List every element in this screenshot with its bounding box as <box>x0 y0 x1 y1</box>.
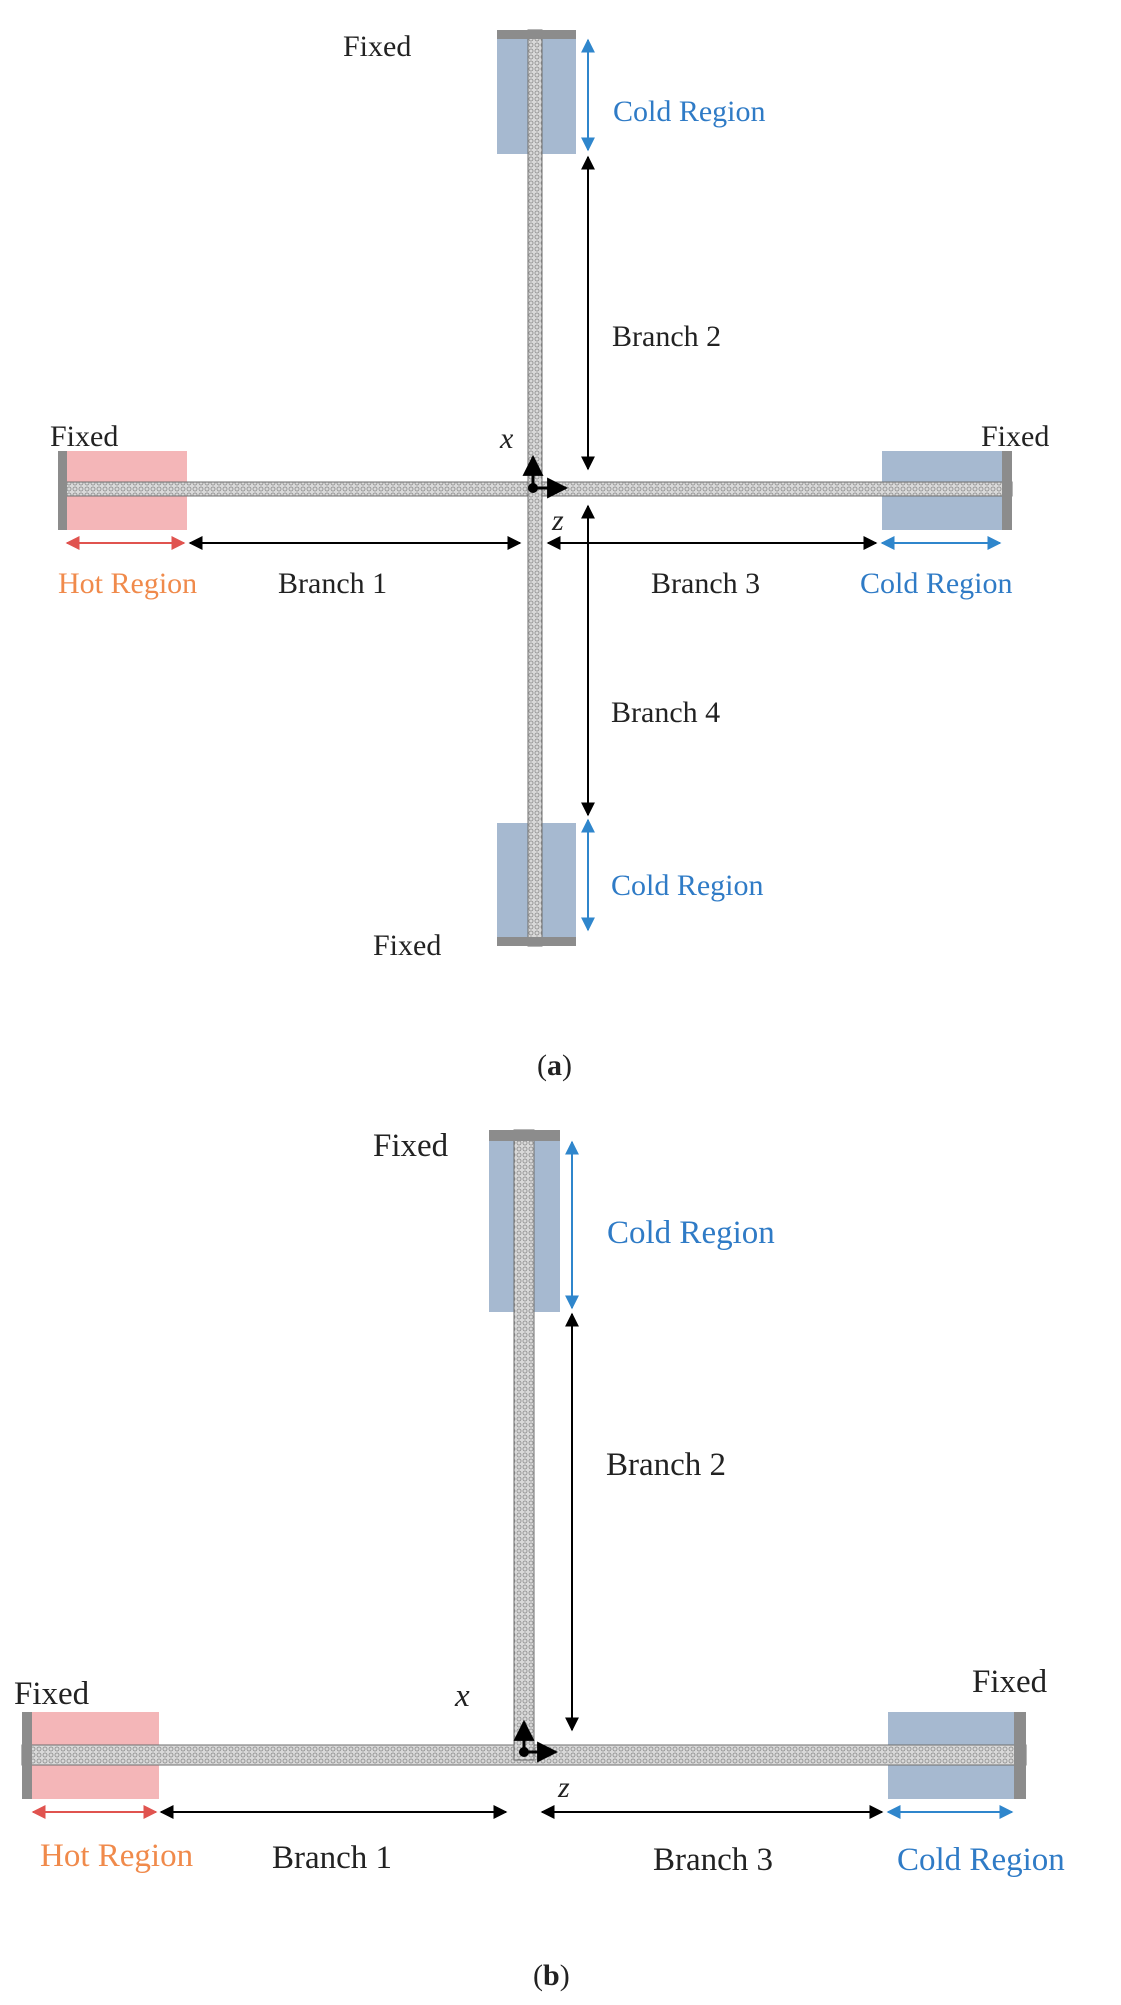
fixed-end-a-right <box>1002 451 1012 530</box>
caption-b: (b) <box>533 1959 570 1992</box>
cold-region-label-b-right: Cold Region <box>897 1842 1065 1878</box>
cold-region-label-a-bottom: Cold Region <box>611 869 764 902</box>
branch-1-label-b: Branch 1 <box>272 1840 392 1876</box>
fixed-label-a-right: Fixed <box>981 420 1049 453</box>
caption-a: (a) <box>537 1049 572 1082</box>
axis-label-x-a: x <box>499 422 514 455</box>
cold-region-label-b-top: Cold Region <box>607 1215 775 1251</box>
branch-2-label-b: Branch 2 <box>606 1447 726 1483</box>
tube-vertical-b <box>513 1129 535 1761</box>
branch-2-label-a: Branch 2 <box>612 320 721 353</box>
branch-1-label-a: Branch 1 <box>278 567 387 600</box>
axis-label-z-a: z <box>551 504 564 537</box>
panel-a: x z Fixed Fixed Fixed Fixed Hot Region C… <box>50 29 1049 1082</box>
fixed-label-b-right: Fixed <box>972 1664 1048 1700</box>
cold-region-label-a-top: Cold Region <box>613 95 766 128</box>
fixed-end-b-right <box>1014 1712 1026 1799</box>
fixed-end-a-top <box>497 30 576 39</box>
fixed-end-a-left <box>58 451 67 530</box>
cold-region-label-a-right: Cold Region <box>860 567 1013 600</box>
branch-3-label-a: Branch 3 <box>651 567 760 600</box>
axis-origin-icon <box>513 1719 559 1763</box>
hot-region-label-b: Hot Region <box>40 1838 193 1874</box>
fixed-label-b-left: Fixed <box>14 1676 90 1712</box>
axis-label-x-b: x <box>454 1678 470 1714</box>
panel-b: x z Fixed Fixed Fixed Hot Region Cold Re… <box>14 1128 1065 1992</box>
fixed-label-b-top: Fixed <box>373 1128 449 1164</box>
branch-4-label-a: Branch 4 <box>611 696 720 729</box>
axis-label-z-b: z <box>557 1771 570 1804</box>
branch-3-label-b: Branch 3 <box>653 1842 773 1878</box>
fixed-label-a-top: Fixed <box>343 30 411 63</box>
fixed-end-b-left <box>22 1712 32 1799</box>
fixed-end-a-bottom <box>497 937 576 946</box>
fixed-label-a-left: Fixed <box>50 420 118 453</box>
fixed-end-b-top <box>489 1130 560 1141</box>
axis-origin-icon <box>522 454 569 499</box>
fixed-label-a-bottom: Fixed <box>373 929 441 962</box>
hot-region-label-a: Hot Region <box>58 567 197 600</box>
